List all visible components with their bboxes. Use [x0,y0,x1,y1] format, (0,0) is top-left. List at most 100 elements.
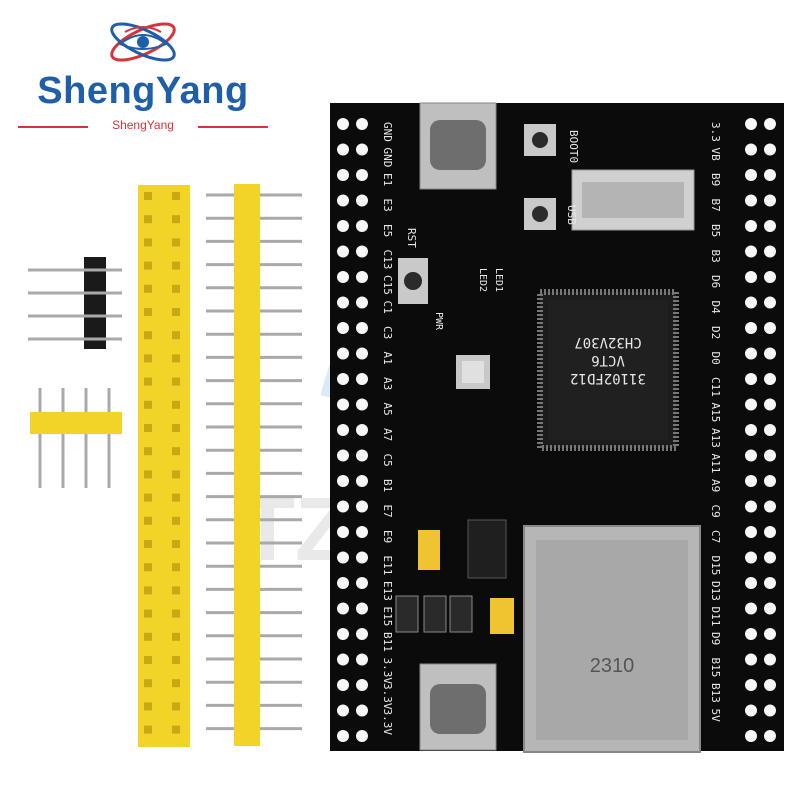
pin-label: C3 [381,326,394,339]
header-slot [172,702,180,711]
pin-label: E5 [381,224,394,237]
through-hole [745,679,757,691]
pwr-label: PWR [433,312,444,331]
header-slot [172,725,180,734]
through-hole [337,424,349,436]
header-slot [144,331,152,340]
through-hole [764,475,776,487]
pin-label: 3.3V [381,658,394,685]
boot-label: BOOT0 [567,130,580,163]
pin-label: VB [709,148,722,162]
header-slot [144,354,152,363]
through-hole [745,118,757,130]
pin-label: A3 [381,377,394,390]
through-hole [337,500,349,513]
through-hole [745,577,757,589]
pin-label: D11 [709,607,722,627]
through-hole [356,653,368,666]
header-slot [172,238,180,247]
through-hole [356,551,368,564]
subtitle-rule-right [198,126,268,128]
pin-label: C7 [709,530,722,543]
pin-label: B3 [709,250,722,263]
header-slot [172,192,180,200]
header-slot [144,400,152,409]
through-hole [764,347,776,360]
chip-marking-1: CH32V307 [574,334,641,350]
eye-logo-icon [110,22,176,62]
through-hole [337,296,349,309]
through-hole [356,577,368,589]
through-hole [356,118,368,130]
header-slot [144,725,152,734]
through-hole [764,398,776,411]
pin-label: E11 [381,556,394,576]
pin-label: E3 [381,199,394,212]
pin-label: 3.3 [709,122,722,142]
yellow-4pin-header [30,388,122,488]
pin-label: D4 [709,301,722,315]
through-hole [745,449,757,462]
through-hole [356,373,368,385]
header-slot [144,516,152,525]
through-hole [764,628,776,640]
through-hole [764,500,776,513]
pin-label: GND [381,122,394,142]
through-hole [337,118,349,130]
usb-label: USB [565,205,578,225]
header-slot [144,238,152,247]
pin-label: D15 [709,556,722,576]
pin-label: D0 [709,352,722,365]
through-hole [356,245,368,258]
through-hole [745,730,757,742]
pin-label: E15 [381,607,394,627]
header-slot [172,284,180,293]
through-hole [745,602,757,615]
through-hole [337,245,349,258]
header-slot [144,563,152,572]
voltage-regulator [467,519,507,579]
through-hole [356,271,368,283]
through-hole [764,551,776,564]
header-slot [144,215,152,224]
header-slot [144,679,152,688]
pin-label: B1 [381,479,394,492]
through-hole [764,679,776,691]
through-hole [337,169,349,181]
through-hole [356,296,368,309]
pin-label: A11 [709,454,722,474]
chip-marking-2: VCT6 [591,352,625,368]
pin-label: A1 [381,352,394,365]
pin-label: C9 [709,505,722,518]
through-hole [764,704,776,717]
header-slot [144,540,152,548]
through-hole [337,143,349,156]
header-slot [172,400,180,409]
rj45-marking: 2310 [590,655,635,677]
header-slot [172,377,180,386]
through-hole [745,398,757,411]
through-hole [356,169,368,181]
through-hole [764,526,776,538]
pin-label: C11 [709,377,722,397]
through-hole [745,475,757,487]
header-slot [144,702,152,711]
header-slot [172,354,180,363]
pin-label: B9 [709,173,722,186]
pin-label: E9 [381,530,394,543]
through-hole [745,373,757,385]
black-4pin-header [28,257,122,349]
through-hole [764,220,776,232]
through-hole [356,704,368,717]
through-hole [745,220,757,232]
header-slot [172,470,180,479]
through-hole [337,551,349,564]
header-slot [172,215,180,224]
header-slot [144,377,152,386]
through-hole [745,628,757,640]
through-hole [356,449,368,462]
header-slot [172,493,180,502]
header-slot [172,424,180,432]
pin-label: E1 [381,173,394,186]
header-slot [144,470,152,479]
